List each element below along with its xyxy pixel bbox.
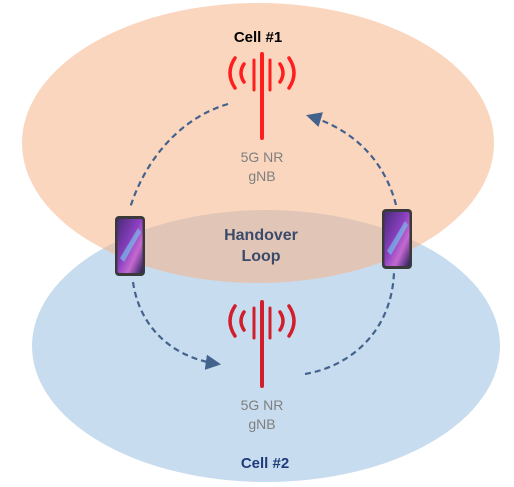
arrow-gnb2-to-right-phone (304, 271, 396, 376)
gnb-1-label-line2: gNB (248, 168, 275, 184)
antenna-tower-icon (228, 52, 296, 140)
cell-1-coverage (22, 3, 494, 283)
cell-1-title: Cell #1 (234, 29, 282, 46)
arrow-gnb1-to-left-phone (128, 102, 229, 209)
cell-2-coverage (32, 210, 500, 482)
handover-arrows (128, 102, 398, 376)
smartphone-icon (115, 216, 145, 276)
arrow-right-phone-to-gnb1 (306, 112, 398, 206)
smartphone-icon (382, 209, 412, 269)
cell-2-title: Cell #2 (241, 455, 289, 472)
handover-loop-label-line1: Handover (224, 227, 298, 244)
handover-loop-label-line2: Loop (241, 248, 280, 265)
arrow-left-phone-to-gnb2 (131, 281, 222, 370)
gnb-2-label-line2: gNB (248, 416, 275, 432)
gnb-1-label-line1: 5G NR (241, 149, 284, 165)
antenna-tower-icon (228, 300, 296, 388)
gnb-2-label-line1: 5G NR (241, 397, 284, 413)
